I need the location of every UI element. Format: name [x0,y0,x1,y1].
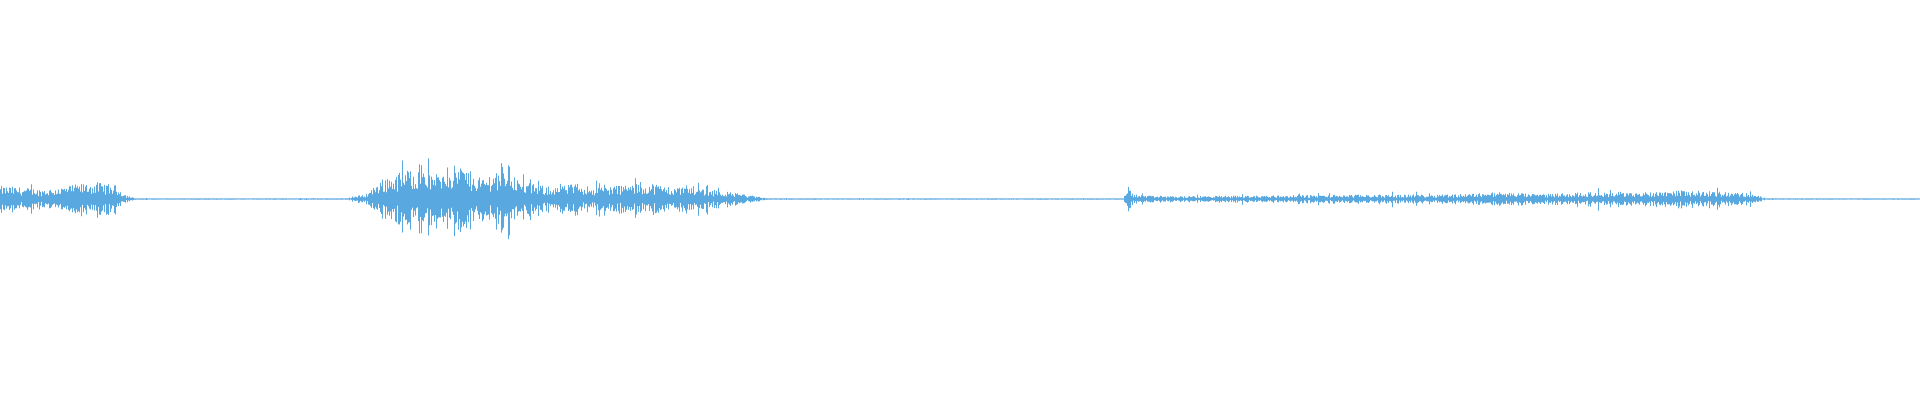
waveform-samples [0,158,1920,240]
